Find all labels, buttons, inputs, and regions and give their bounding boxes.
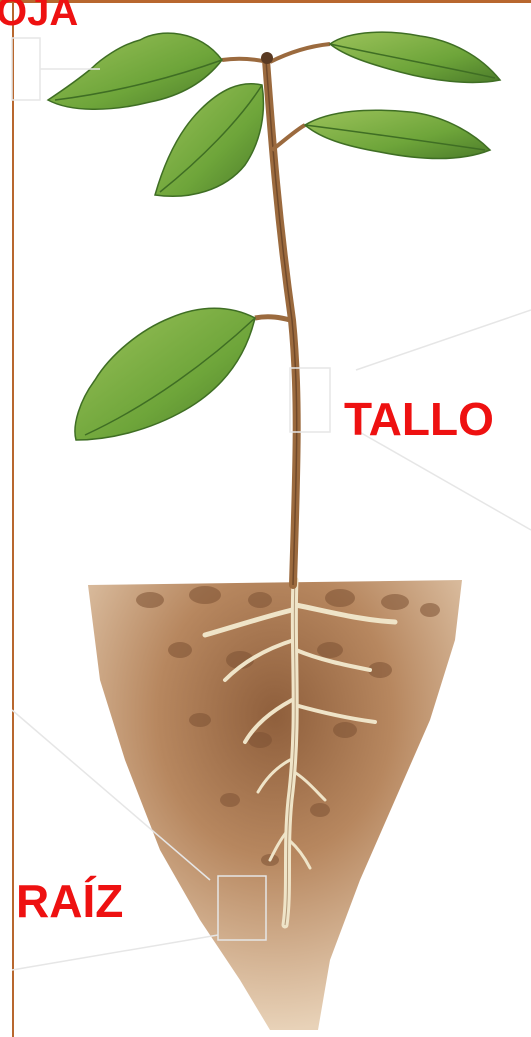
label-hoja: OJA <box>0 0 78 32</box>
leaf-top-right <box>330 32 500 82</box>
label-tallo: TALLO <box>344 396 494 442</box>
label-raiz: RAÍZ <box>16 878 123 924</box>
leaf-upper-mid <box>155 84 263 197</box>
leaf-right-mid <box>305 110 490 158</box>
leaves <box>48 32 500 440</box>
leaf-lower-left <box>75 308 255 440</box>
